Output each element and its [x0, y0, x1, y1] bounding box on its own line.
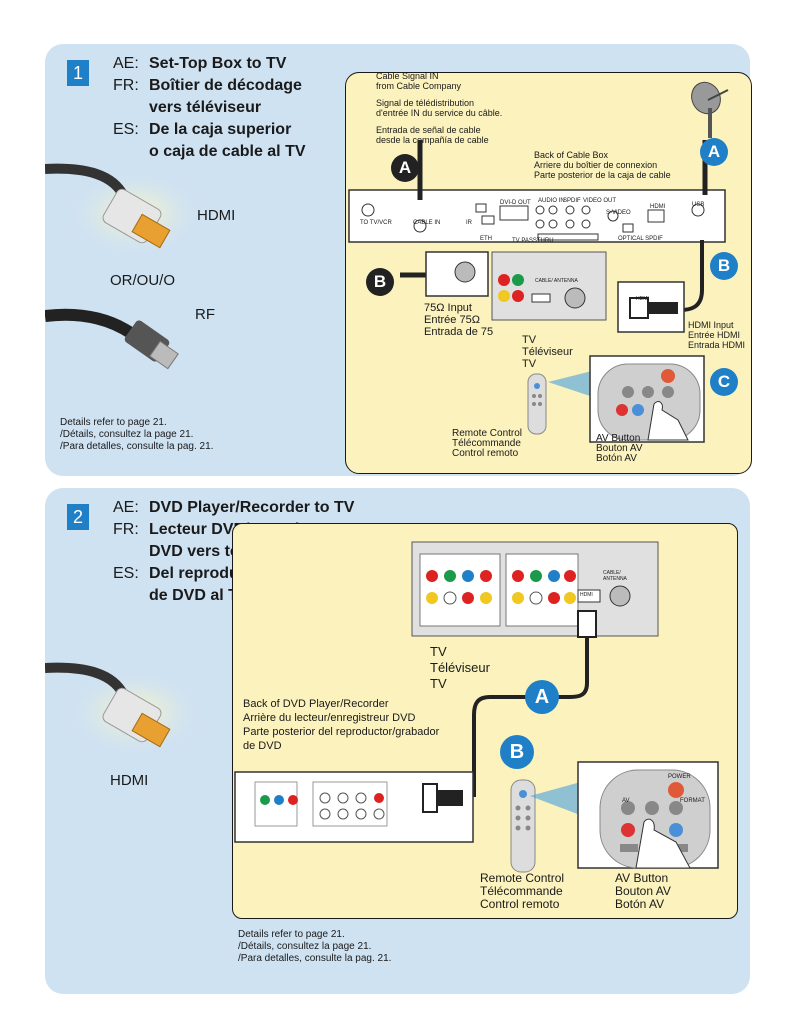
audio-in-port-label: AUDIO IN: [538, 198, 565, 204]
video-out-port-label: VIDEO OUT: [583, 198, 617, 204]
section-heading: AE:Set-Top Box to TV FR:Boîtier de décod…: [113, 55, 306, 160]
svideo-port-label: S-VIDEO: [606, 210, 631, 216]
hdmi-input-zoom: [617, 281, 685, 333]
badge-c-blue: C: [710, 368, 738, 396]
hdmi-label: HDMI: [110, 772, 149, 789]
power-label: POWER: [668, 774, 691, 780]
section-number: 1: [67, 60, 89, 86]
cable-box-back: [348, 189, 726, 243]
tv-back-panel: [411, 541, 659, 637]
badge-b-dark: B: [366, 268, 394, 296]
hdmi-connection-cable: [464, 610, 597, 797]
hdmi-cable-icon: [45, 163, 205, 259]
cable-antenna-label: CABLE/ ANTENNA: [535, 278, 578, 284]
av-button-label: AV Button Bouton AV Botón AV: [615, 871, 671, 911]
back-of-box-label: Back of Cable Box Arriere du boîtier de …: [534, 150, 671, 180]
spdif-port-label: SPDIF: [563, 198, 581, 204]
rf-label: RF: [195, 306, 215, 323]
remote-zoom: [589, 355, 705, 443]
details-note: Details refer to page 21. /Détails, cons…: [238, 929, 392, 964]
av-button-label: AV Button Bouton AV Botón AV: [596, 433, 643, 464]
dvi-port-label: DVI-D OUT: [500, 200, 531, 206]
format-label: FORMAT: [680, 798, 705, 804]
hdmi-port-label: HDMI: [650, 204, 666, 210]
to-tv-port-label: TO TV/VCR: [360, 220, 392, 226]
hdmi-port-label: HDMI: [580, 592, 593, 598]
av-label: AV: [622, 798, 630, 804]
hdmi-cable-icon: [45, 662, 205, 758]
cable-antenna-label: CABLE/ ANTENNA: [603, 570, 627, 582]
cable-signal-label: Cable Signal IN from Cable Company: [376, 71, 462, 91]
rf-cable-icon: [45, 308, 179, 370]
hdmi-label: HDMI: [197, 207, 236, 224]
remote-control-icon: [510, 779, 536, 873]
usb-port-label: USB: [692, 202, 705, 208]
optical-port-label: OPTICAL SPDIF: [618, 236, 663, 242]
badge-a: A: [525, 680, 559, 714]
cable-in-port-label: CABLE IN: [413, 220, 441, 226]
satellite-dish-icon: [691, 81, 729, 138]
badge-a-dark: A: [391, 154, 419, 182]
remote-zoom: [577, 761, 719, 869]
tv-label: TV Téléviseur TV: [522, 334, 573, 370]
ir-port-label: IR: [466, 220, 472, 226]
badge-b-blue: B: [710, 252, 738, 280]
remote-label: Remote Control Télécommande Control remo…: [480, 871, 565, 911]
eth-port-label: ETH: [480, 236, 492, 242]
cable-signal-label-es: Entrada de señal de cable desde la compa…: [376, 125, 489, 145]
details-note: Details refer to page 21. /Détails, cons…: [60, 417, 214, 452]
hdmi-input-zoom-label: HDMI: [636, 296, 649, 302]
remote-control-icon: [527, 373, 547, 435]
dvd-back-panel: [234, 771, 474, 843]
cable-signal-label-fr: Signal de télédistribution d'entrée IN d…: [376, 98, 503, 118]
remote-label: Remote Control Télécommande Control remo…: [452, 428, 523, 459]
zoom-rays: [548, 370, 596, 398]
badge-b: B: [500, 735, 534, 769]
tv-label: TV Téléviseur TV: [430, 644, 490, 691]
hdmi-input-label: HDMI Input Entrée HDMI Entrada HDMI: [688, 320, 746, 350]
section-number: 2: [67, 504, 89, 530]
badge-a-blue: A: [700, 138, 728, 166]
zoom-rays: [530, 780, 588, 818]
tv-back-panel: [425, 251, 607, 321]
tv-passthru-port-label: TV PASSTHRU: [512, 238, 554, 244]
back-of-dvd-label: Back of DVD Player/Recorder Arrière du l…: [243, 698, 440, 752]
input-75-label: 75Ω Input Entrée 75Ω Entrada de 75: [424, 302, 494, 338]
or-label: OR/OU/O: [110, 272, 176, 289]
